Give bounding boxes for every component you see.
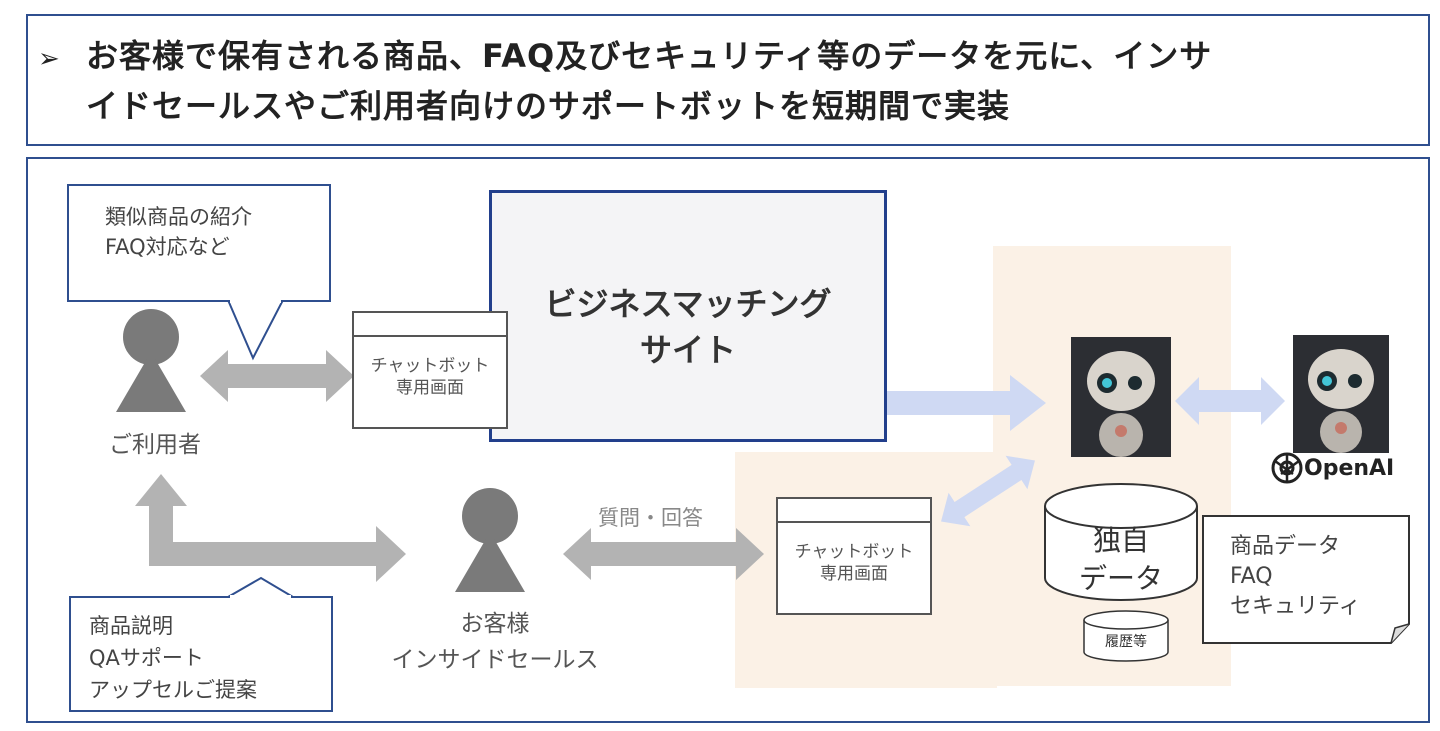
callout-bottom: 商品説明 QAサポート アップセルご提案 bbox=[69, 596, 333, 712]
callout-top-joint bbox=[230, 299, 281, 303]
openai-logo-icon bbox=[1271, 452, 1303, 484]
chatbot-window-1: チャットボット 専用画面 bbox=[352, 311, 508, 429]
arrow-customer-chatbot bbox=[563, 528, 764, 580]
callout-bottom-joint bbox=[230, 595, 291, 599]
history-database-icon bbox=[1083, 610, 1169, 662]
robot-icon bbox=[1071, 337, 1171, 457]
user-person-icon bbox=[116, 309, 186, 412]
customer-label: お客様 インサイドセールス bbox=[350, 606, 640, 678]
own-data-database-icon bbox=[1044, 483, 1198, 601]
openai-robot-icon bbox=[1293, 335, 1389, 453]
data-note-text: 商品データ FAQ セキュリティ bbox=[1230, 532, 1361, 622]
chatbot-robot-image bbox=[1071, 337, 1171, 457]
arrow-user-customer bbox=[135, 474, 406, 582]
own-data-label: 独自 データ bbox=[1045, 522, 1197, 598]
chatbot-window-2: チャットボット 専用画面 bbox=[776, 497, 932, 615]
header-line-2: イドセールスやご利用者向けのサポートボットを短期間で実装 bbox=[86, 87, 1011, 125]
chatbot-window-1-titlebar bbox=[354, 313, 506, 337]
data-note-icon bbox=[1202, 515, 1410, 644]
customer-label-line-2: インサイドセールス bbox=[391, 647, 599, 673]
callout-top-pointer bbox=[226, 299, 285, 361]
header-banner: ➢ お客様で保有される商品、FAQ及びセキュリティ等のデータを元に、インサ イド… bbox=[26, 14, 1430, 146]
chatbot-window-2-line-2: 専用画面 bbox=[820, 564, 888, 584]
header-line-1: お客様で保有される商品、FAQ及びセキュリティ等のデータを元に、インサ bbox=[86, 37, 1213, 75]
callout-bottom-line-1: 商品説明 bbox=[89, 614, 173, 638]
callout-bottom-line-3: アップセルご提案 bbox=[89, 678, 257, 702]
data-note-line-2: FAQ bbox=[1230, 564, 1273, 589]
site-line-1: ビジネスマッチング bbox=[544, 285, 832, 323]
chatbot-window-1-line-2: 専用画面 bbox=[396, 378, 464, 398]
callout-bottom-line-2: QAサポート bbox=[89, 646, 204, 670]
qa-label: 質問・回答 bbox=[598, 506, 703, 530]
customer-person-icon bbox=[455, 488, 525, 592]
bullet-icon: ➢ bbox=[38, 44, 60, 74]
callout-top: 類似商品の紹介 FAQ対応など bbox=[67, 184, 331, 302]
arrow-robot-openai bbox=[1175, 377, 1285, 425]
user-label: ご利用者 bbox=[109, 432, 201, 458]
business-matching-site: ビジネスマッチング サイト bbox=[489, 190, 887, 442]
callout-top-line-2: FAQ対応など bbox=[105, 235, 230, 259]
own-data-line-1: 独自 bbox=[1092, 524, 1149, 557]
callout-top-line-1: 類似商品の紹介 bbox=[105, 205, 252, 229]
chatbot-window-2-titlebar bbox=[778, 499, 930, 523]
arrow-user-chatbot bbox=[200, 350, 354, 402]
site-line-2: サイト bbox=[639, 331, 736, 369]
own-data-line-2: データ bbox=[1078, 562, 1163, 595]
customer-label-line-1: お客様 bbox=[460, 611, 530, 637]
openai-robot-image bbox=[1293, 335, 1389, 453]
data-note-line-1: 商品データ bbox=[1230, 534, 1341, 559]
openai-label: OpenAI bbox=[1304, 456, 1395, 481]
chatbot-window-2-line-1: チャットボット bbox=[794, 542, 914, 562]
data-note-line-3: セキュリティ bbox=[1230, 594, 1361, 619]
chatbot-window-1-line-1: チャットボット bbox=[370, 356, 490, 376]
arrow-chatbot2-robot bbox=[941, 455, 1035, 527]
history-label: 履歴等 bbox=[1105, 634, 1147, 650]
